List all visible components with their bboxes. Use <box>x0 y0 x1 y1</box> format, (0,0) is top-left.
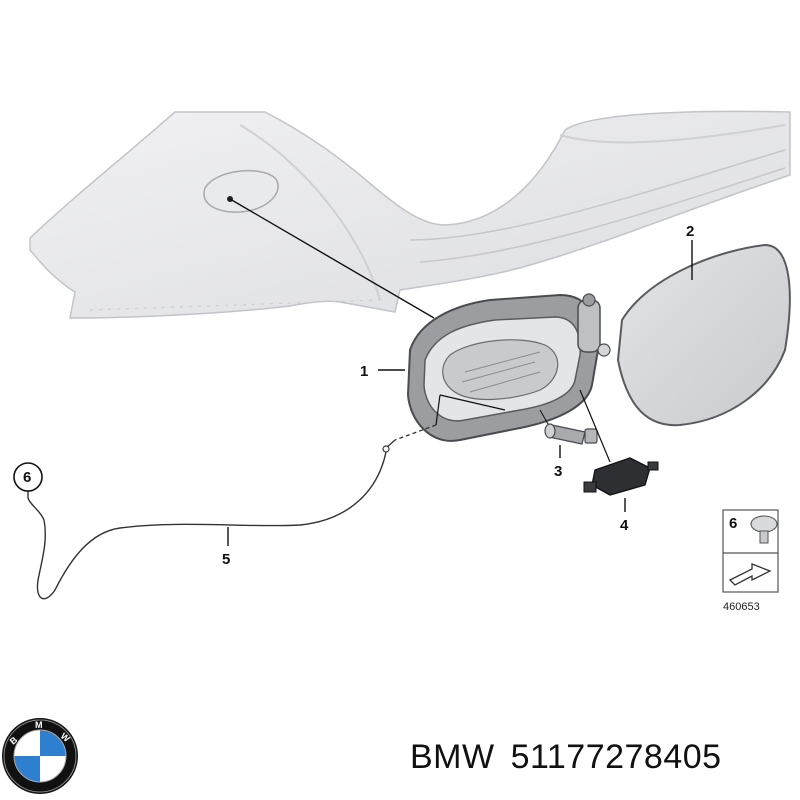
leader-line-3b <box>539 409 549 425</box>
reference-number: 460653 <box>723 601 760 613</box>
callout-1: 1 <box>360 363 368 380</box>
legend-box: 6 460653 <box>722 509 779 613</box>
callout-4: 4 <box>620 517 629 534</box>
part-number: 51177278405 <box>510 738 722 776</box>
svg-text:B: B <box>8 734 20 746</box>
callout-2: 2 <box>686 223 694 240</box>
callout-6: 6 <box>23 469 31 486</box>
bmw-logo: B M W <box>2 718 78 794</box>
actuator-bolt <box>544 423 598 445</box>
arrow-icon <box>728 563 772 586</box>
callout-5: 5 <box>222 551 230 568</box>
fuel-cap-cover <box>616 243 791 427</box>
callout-6-marker <box>13 462 43 498</box>
leader-line-1 <box>229 198 435 319</box>
fuel-filler-housing <box>406 293 611 442</box>
leader-line-4b <box>579 389 611 463</box>
callout-3: 3 <box>554 463 562 480</box>
svg-text:M: M <box>35 720 43 730</box>
brand-name: BMW <box>410 738 495 776</box>
release-cable <box>27 394 506 600</box>
side-panel-body <box>29 110 791 319</box>
part-label: BMW 51177278405 <box>410 738 722 777</box>
fuel-door-actuator <box>583 457 659 496</box>
legend-item-number: 6 <box>729 515 737 532</box>
clip-icon <box>750 515 778 533</box>
